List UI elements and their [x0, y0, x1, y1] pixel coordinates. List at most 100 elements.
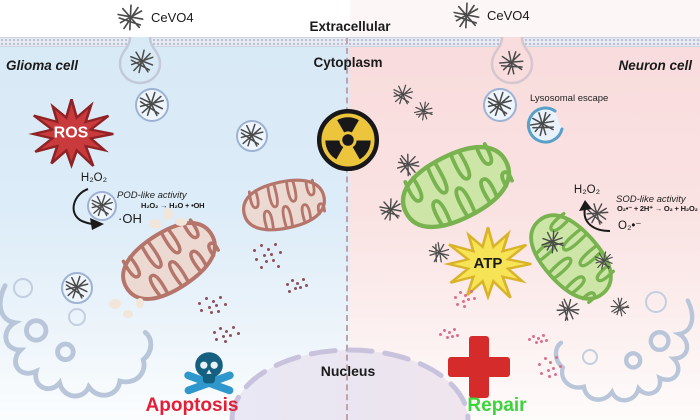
neuron-cell-title: Neuron cell: [618, 58, 692, 73]
molecule-dot: [472, 297, 476, 301]
molecule-dot: [222, 335, 226, 338]
pod-activity-label: POD-like activity: [117, 190, 187, 201]
molecule-dot: [287, 289, 291, 293]
molecule-dot: [215, 304, 219, 308]
molecule-dot: [548, 375, 551, 379]
molecule-dot: [286, 283, 290, 286]
molecule-dot: [464, 293, 468, 297]
molecule-dot: [224, 339, 227, 343]
molecule-dot: [558, 364, 562, 368]
cevo4-nanoparticle-icon: [116, 4, 146, 32]
cevo4-nanoparticle-icon: [452, 2, 482, 30]
molecule-dot: [265, 260, 268, 263]
molecule-dot: [538, 363, 542, 366]
molecule-dot: [453, 328, 456, 331]
molecule-dot: [456, 333, 459, 337]
molecule-dot: [461, 299, 465, 303]
molecule-dot: [537, 336, 540, 340]
molecule-dot: [217, 309, 221, 313]
pod-reaction-arrow: [72, 188, 104, 230]
molecule-dot: [259, 244, 263, 248]
extracellular-zone-right: [350, 0, 700, 38]
vesicle: [61, 272, 93, 304]
molecule-dot: [218, 327, 222, 330]
molecule-dot: [543, 357, 547, 361]
molecule-dot: [542, 334, 545, 337]
molecule-dot: [539, 340, 543, 344]
extracellular-label: Extracellular: [309, 19, 391, 34]
molecule-dot: [223, 303, 227, 307]
cell-divider-line: [346, 38, 348, 420]
molecule-dot: [215, 337, 219, 341]
molecule-dot: [304, 284, 308, 288]
molecule-dot: [455, 302, 459, 306]
molecule-dot: [301, 278, 305, 281]
molecule-dot: [298, 285, 302, 289]
molecule-dot: [448, 331, 451, 335]
sod-activity-label: SOD-like activity: [616, 194, 686, 205]
vesicle: [236, 120, 268, 152]
molecule-dot: [466, 298, 470, 302]
nanoparticle-icon: [379, 198, 403, 222]
molecule-dot: [255, 257, 259, 261]
molecule-dot: [454, 295, 458, 299]
nanoparticle-icon: [127, 47, 157, 77]
pod-equation: H₂O₂ → H₂O + •OH: [141, 201, 205, 210]
vesicle-outline: [13, 278, 33, 298]
vesicle: [87, 191, 117, 221]
molecule-dot: [219, 296, 222, 299]
vesicle: [483, 88, 517, 122]
molecule-dot: [270, 252, 274, 256]
h2o2-label-neuron: H₂O₂: [573, 184, 601, 196]
molecule-dot: [291, 279, 295, 282]
nucleus-shape: [229, 347, 471, 420]
molecule-dot: [443, 328, 447, 332]
sod-equation: O₂•⁻ + 2H⁺ → O₂ + H₂O₂: [617, 204, 698, 213]
cevo4-group-right: CeVO4: [452, 2, 530, 30]
molecule-dot: [528, 338, 531, 341]
molecule-dot: [263, 254, 267, 258]
molecule-dot: [225, 329, 229, 333]
molecule-dot: [555, 356, 559, 359]
molecule-dot: [266, 247, 270, 251]
molecule-dot: [296, 281, 300, 285]
radiation-icon: [316, 108, 380, 172]
molecule-dot: [463, 304, 466, 308]
superoxide-label: O₂•⁻: [618, 220, 642, 232]
nanoparticle-icon: [61, 272, 92, 303]
molecule-dot: [450, 334, 454, 338]
nanoparticle-icon: [135, 88, 168, 121]
molecule-dot: [532, 334, 536, 338]
apoptosis-label: Apoptosis: [145, 395, 239, 416]
medical-cross-icon: [448, 336, 510, 398]
nanoparticle-icon: [592, 249, 615, 272]
vesicle: [135, 88, 169, 122]
molecule-dot: [552, 366, 556, 370]
molecule-dot: [204, 297, 208, 301]
molecule-dot: [546, 368, 550, 372]
molecule-dot: [212, 331, 216, 334]
vesicle-outline: [645, 291, 667, 313]
cytoplasm-label: Cytoplasm: [313, 55, 383, 70]
sod-reaction-arrow: [579, 200, 611, 232]
hydroxyl-radical-label: ·OH: [118, 211, 142, 226]
molecule-dot: [439, 332, 442, 336]
cevo4-label-left: CeVO4: [151, 10, 194, 26]
vesicle-outline: [582, 349, 598, 365]
molecule-dot: [277, 265, 280, 268]
molecule-dot: [553, 373, 557, 377]
cevo4-group-left: CeVO4: [116, 4, 194, 32]
molecule-dot: [274, 243, 277, 246]
skull-crossbones-icon: [184, 352, 234, 395]
molecule-dot: [534, 341, 538, 345]
mitochondrial-leak-debris: [150, 208, 187, 229]
molecule-dot: [540, 372, 544, 376]
ros-label: ROS: [53, 124, 89, 142]
molecule-dot: [211, 299, 215, 303]
molecule-dot: [459, 291, 463, 295]
molecule-dot: [229, 333, 233, 337]
molecule-dot: [232, 326, 236, 329]
repair-label: Repair: [467, 395, 527, 416]
molecule-dot: [545, 339, 548, 343]
